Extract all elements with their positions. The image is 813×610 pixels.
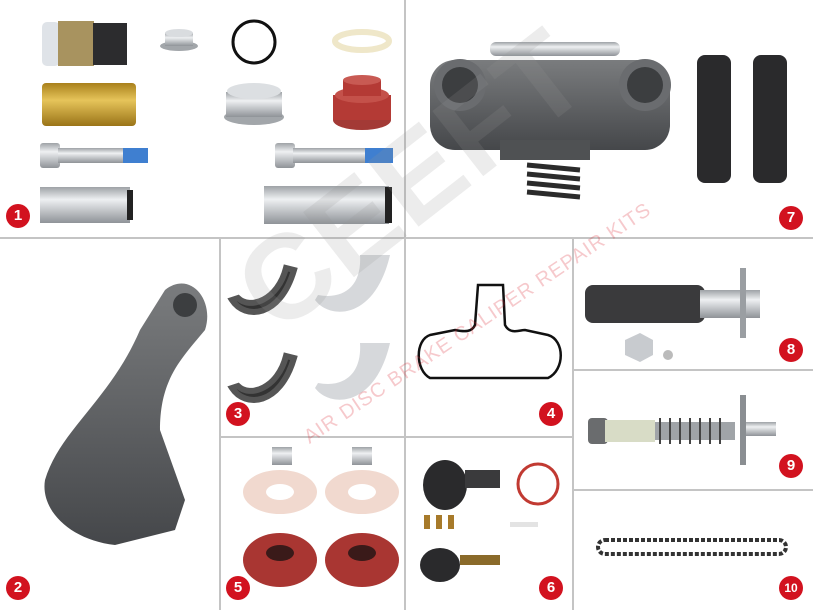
small-cap: [160, 29, 198, 51]
bellows-pair: [697, 55, 787, 183]
kit-4-gasket: [417, 283, 562, 380]
guide-bushing: [42, 21, 127, 66]
guide-sleeve-left: [40, 187, 133, 223]
kit-badge-2: 2: [6, 576, 30, 600]
kit-badge-7: 7: [779, 206, 803, 230]
kit-badge-10: 10: [779, 576, 803, 600]
kit-9-adjuster-shaft: [588, 395, 776, 465]
kit-1-parts: [40, 19, 393, 224]
kit-badge-4: 4: [539, 402, 563, 426]
kit-6-sensor-parts: [420, 460, 560, 582]
seal-ring: [332, 29, 392, 53]
kit-10-chain: [596, 538, 788, 556]
kit-8-adjuster: [585, 268, 760, 362]
o-ring: [231, 19, 277, 65]
caliper-bridge: [430, 42, 671, 160]
rubber-boot: [333, 75, 391, 130]
guide-bolt-right: [275, 143, 393, 168]
guide-sleeve-right: [264, 186, 392, 224]
large-cap: [224, 83, 284, 125]
kit-7-parts: [430, 42, 787, 200]
kit-3-bearings: [227, 255, 390, 403]
kit-2-lever: [44, 283, 208, 545]
kit-badge-8: 8: [779, 338, 803, 362]
kit-badge-3: 3: [226, 402, 250, 426]
kit-badge-6: 6: [539, 576, 563, 600]
kit-badge-9: 9: [779, 454, 803, 478]
guide-bolt-left: [40, 143, 148, 168]
kit-badge-1: 1: [6, 204, 30, 228]
brass-bushing: [42, 83, 136, 126]
spring: [526, 162, 581, 200]
kit-badge-5: 5: [226, 576, 250, 600]
kit-5-seals: [243, 447, 399, 587]
